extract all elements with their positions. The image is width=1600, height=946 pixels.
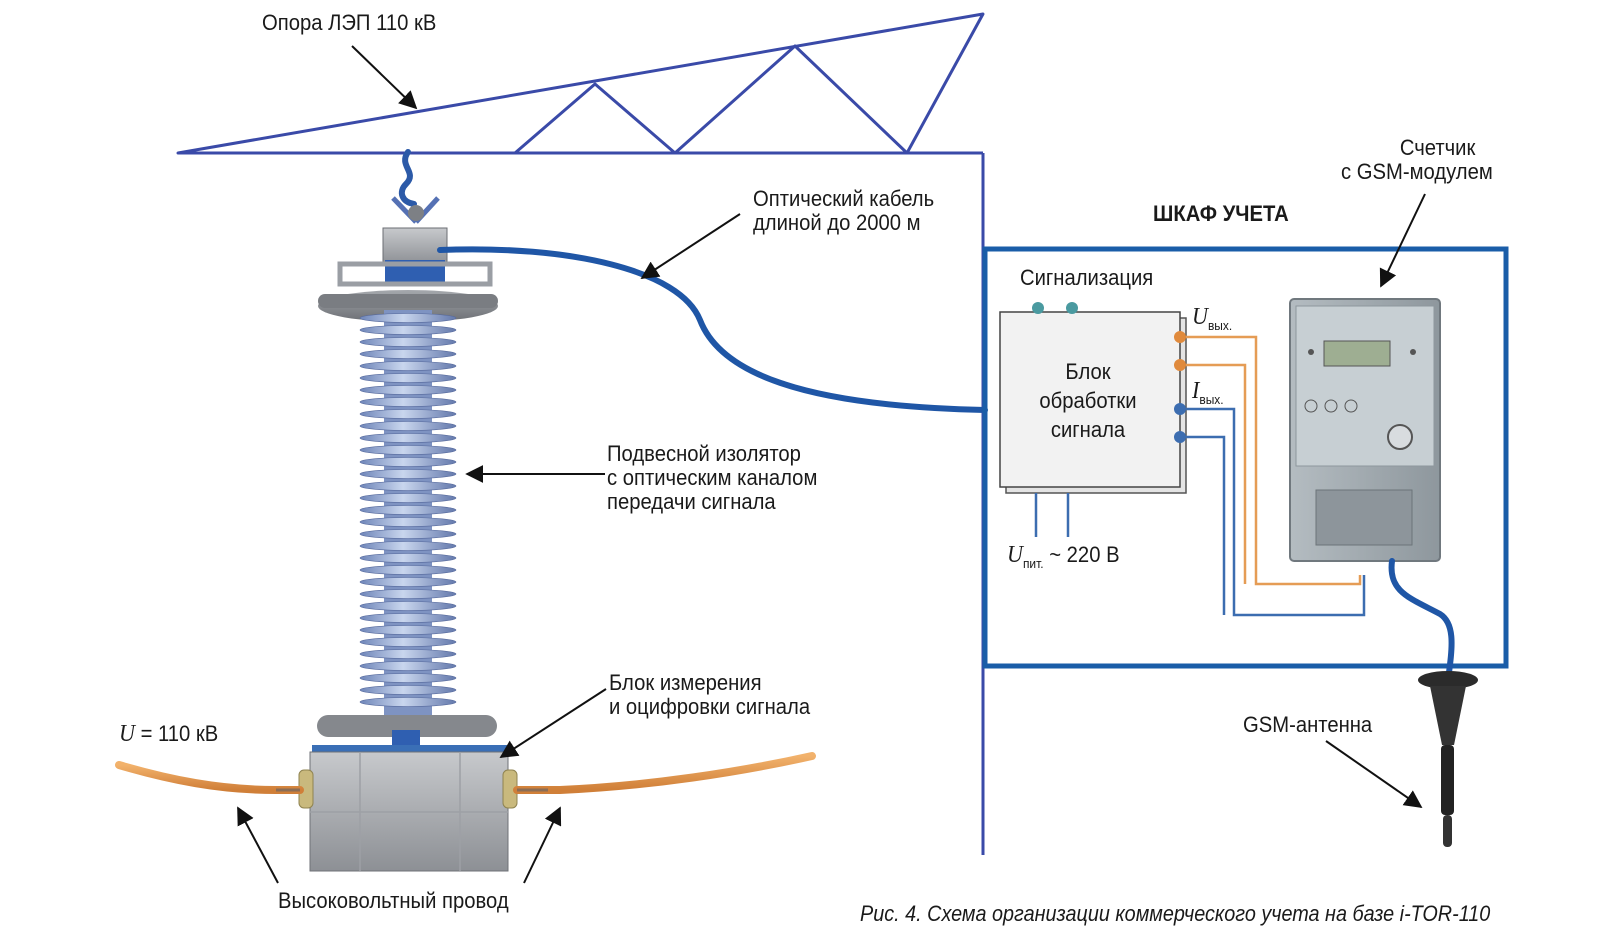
insulator-fin: [359, 385, 457, 395]
u-line-value: = 110 кВ: [140, 721, 219, 746]
tower-truss: [176, 12, 985, 855]
i-out-symbol: I: [1192, 378, 1200, 404]
electricity-meter: [1289, 298, 1441, 562]
processing-block: [999, 302, 1187, 537]
insulator-fin: [359, 541, 457, 551]
signal-wires: [1186, 335, 1366, 617]
insulator-fin: [359, 661, 457, 671]
signalization-label: Сигнализация: [1020, 265, 1154, 290]
hv-wire-right: [513, 752, 816, 794]
gsm-antenna-device: [1418, 671, 1478, 847]
processing-block-label: Блок обработки сигнала: [1010, 357, 1166, 444]
processing-block-line3: сигнала: [1050, 417, 1126, 442]
gsm-antenna-label: GSM-антенна: [1243, 712, 1373, 737]
top-fitting: [318, 227, 498, 322]
insulator-fin: [359, 601, 457, 611]
u-out-label: Uвых.: [1192, 305, 1232, 338]
insulator-fin: [359, 649, 457, 659]
meter-label: Счетчик с GSM-модулем: [1341, 136, 1493, 184]
u-pit-sub: пит.: [1022, 556, 1044, 571]
antenna-cable: [1388, 558, 1455, 683]
u-out-symbol: U: [1192, 304, 1208, 330]
optical-cable-label-line2: длиной до 2000 м: [753, 210, 921, 235]
processing-block-line2: обработки: [1039, 388, 1137, 413]
pointer-arrows: [237, 45, 1426, 884]
suspension-hook: [398, 149, 417, 207]
i-out-label: Iвых.: [1192, 379, 1224, 412]
insulator-label-line1: Подвесной изолятор: [607, 441, 801, 466]
insulator-fin: [359, 469, 457, 479]
optical-cable-label-line1: Оптический кабель: [753, 186, 935, 211]
meter-label-line2: с GSM-модулем: [1341, 159, 1493, 184]
insulator-fin: [359, 361, 457, 371]
insulator-fin: [359, 613, 457, 623]
processing-block-line1: Блок: [1065, 359, 1111, 384]
insulator-fin: [359, 493, 457, 503]
insulator-fin: [359, 517, 457, 527]
insulator-fin: [359, 349, 457, 359]
insulator-fin: [359, 313, 457, 323]
i-out-sub: вых.: [1199, 392, 1224, 407]
insulator-fin: [359, 433, 457, 443]
insulator-label: Подвесной изолятор с оптическим каналом …: [607, 442, 817, 514]
insulator-fin: [359, 625, 457, 635]
u-line-symbol: U: [119, 721, 135, 747]
u-out-sub: вых.: [1207, 318, 1233, 333]
optical-cable: [437, 246, 988, 413]
insulator-fin: [359, 337, 457, 347]
insulator-fin: [359, 577, 457, 587]
insulator-fin: [359, 445, 457, 455]
figure-caption: Рис. 4. Схема организации коммерческого …: [859, 901, 1490, 926]
hv-wire-left: [115, 761, 304, 794]
measurement-block-body: [298, 715, 518, 872]
optical-cable-label: Оптический кабель длиной до 2000 м: [753, 187, 934, 235]
insulator-fins: [359, 310, 457, 715]
supply-voltage-label: Uпит. ~ 220 В: [1007, 543, 1120, 576]
insulator-fin: [359, 589, 457, 599]
measure-block-line1: Блок измерения: [609, 670, 762, 695]
insulator-fin: [359, 457, 457, 467]
insulator-fin: [359, 697, 457, 707]
insulator-fin: [359, 685, 457, 695]
insulator-label-line3: передачи сигнала: [607, 489, 776, 514]
measure-block-line2: и оцифровки сигнала: [609, 694, 811, 719]
insulator-fin: [359, 637, 457, 647]
insulator-label-line2: с оптическим каналом: [607, 465, 818, 490]
tower-label: Опора ЛЭП 110 кВ: [262, 10, 437, 35]
metering-cabinet: [982, 246, 1509, 669]
measure-block-label: Блок измерения и оцифровки сигнала: [609, 671, 810, 719]
u-pit-symbol: U: [1007, 542, 1023, 568]
insulator-fin: [359, 553, 457, 563]
insulator-fin: [359, 397, 457, 407]
insulator-fin: [359, 409, 457, 419]
meter-label-line1: Счетчик: [1399, 135, 1476, 160]
u-pit-value: ~ 220 В: [1049, 542, 1120, 567]
cabinet-title: ШКАФ УЧЕТА: [1153, 201, 1289, 226]
insulator-fin: [359, 673, 457, 683]
insulator-fin: [359, 505, 457, 515]
insulator-fin: [359, 481, 457, 491]
insulator-fin: [359, 421, 457, 431]
insulator-fin: [359, 565, 457, 575]
line-voltage-label: U = 110 кВ: [119, 721, 219, 747]
insulator-fin: [359, 325, 457, 335]
hv-wire-label: Высоковольтный провод: [278, 888, 509, 913]
insulator-fin: [359, 529, 457, 539]
insulator-fin: [359, 373, 457, 383]
